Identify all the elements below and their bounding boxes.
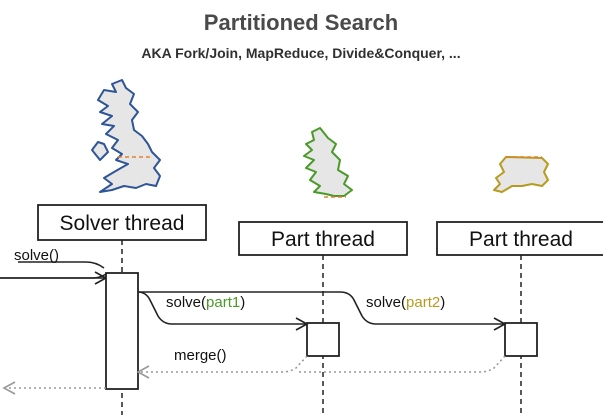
part1-activation — [306, 322, 340, 357]
solve-message-label: solve() — [14, 247, 59, 264]
merge-return-part1 — [136, 355, 308, 379]
great-britain-map-icon — [91, 79, 161, 193]
participant-part-thread-2: Part thread — [436, 221, 603, 256]
solve-part1-arrow — [137, 291, 309, 331]
solve-part2-label: solve(part2) — [366, 294, 445, 311]
part1-argument: part1 — [206, 294, 240, 311]
diagram-subtitle: AKA Fork/Join, MapReduce, Divide&Conquer… — [141, 45, 460, 61]
participant-label: Solver thread — [60, 212, 185, 235]
diagram-title: Partitioned Search — [204, 10, 398, 35]
merge-label: merge() — [174, 347, 227, 364]
merge-return-part2 — [296, 355, 506, 373]
solve-part2-arrow — [138, 291, 507, 331]
england-map-icon — [493, 156, 549, 193]
participant-label: Part thread — [271, 228, 375, 251]
part2-argument: part2 — [406, 294, 440, 311]
participant-solver-thread: Solver thread — [37, 204, 207, 241]
participant-part-thread-1: Part thread — [238, 221, 408, 256]
participant-label: Part thread — [469, 228, 573, 251]
solver-activation — [105, 272, 139, 390]
part2-activation — [504, 322, 538, 357]
solve-part1-label: solve(part1) — [166, 294, 245, 311]
scotland-map-icon — [303, 127, 353, 198]
